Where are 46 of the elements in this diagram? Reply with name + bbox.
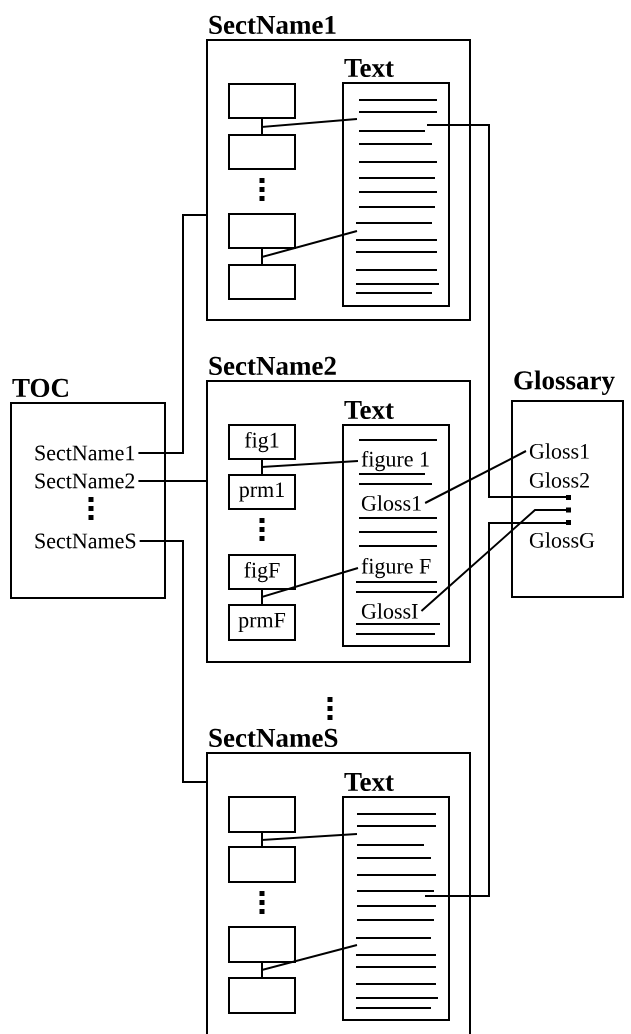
entry-text: figure 1	[361, 450, 429, 472]
vertical-ellipsis	[566, 495, 571, 525]
small-box	[228, 264, 296, 300]
figure-box: figF	[228, 554, 296, 590]
small-box	[228, 796, 296, 833]
connector-line	[261, 831, 358, 842]
node-label: SectNameS	[209, 728, 338, 748]
small-box	[228, 977, 296, 1014]
connector-line	[137, 214, 208, 454]
small-box	[228, 846, 296, 883]
small-box	[228, 926, 296, 963]
entry-text: SectName1	[35, 445, 135, 461]
entry-text: Gloss1	[529, 443, 589, 459]
entry-text: GlossI	[361, 603, 418, 619]
connector-line	[261, 230, 358, 259]
entry-text: SectNameS	[35, 533, 136, 549]
connector-line	[420, 509, 567, 612]
text-page: Text	[342, 59, 450, 307]
connector-line	[424, 450, 527, 504]
connector-line	[261, 458, 359, 469]
node-label: TOC	[12, 378, 68, 398]
connector-line	[138, 540, 208, 783]
node-label: SectName1	[209, 15, 336, 35]
connector-line	[424, 522, 567, 897]
entry-text: Gloss1	[361, 495, 421, 511]
entry-text: Gloss2	[529, 472, 589, 488]
node-label: Text	[344, 401, 394, 420]
entry-text: SectName2	[35, 473, 135, 489]
connector-line	[137, 480, 208, 482]
node-label: Text	[344, 773, 394, 792]
parameter-box: prm1	[228, 474, 296, 510]
small-box	[228, 134, 296, 170]
connector-line	[426, 124, 567, 498]
node-label: Glossary	[514, 370, 615, 396]
parameter-box: prmF	[228, 604, 296, 641]
figure-box: fig1	[228, 424, 296, 460]
entry-text: GlossG	[529, 532, 595, 548]
node-label: SectName2	[209, 356, 336, 376]
connector-line	[261, 117, 358, 129]
connector-line	[261, 567, 359, 599]
node-label: Text	[344, 59, 394, 78]
entry-text: figure F	[361, 557, 431, 579]
connector-line	[261, 944, 358, 972]
small-box	[228, 213, 296, 249]
text-page: Text	[342, 773, 450, 1021]
small-box	[228, 83, 296, 119]
